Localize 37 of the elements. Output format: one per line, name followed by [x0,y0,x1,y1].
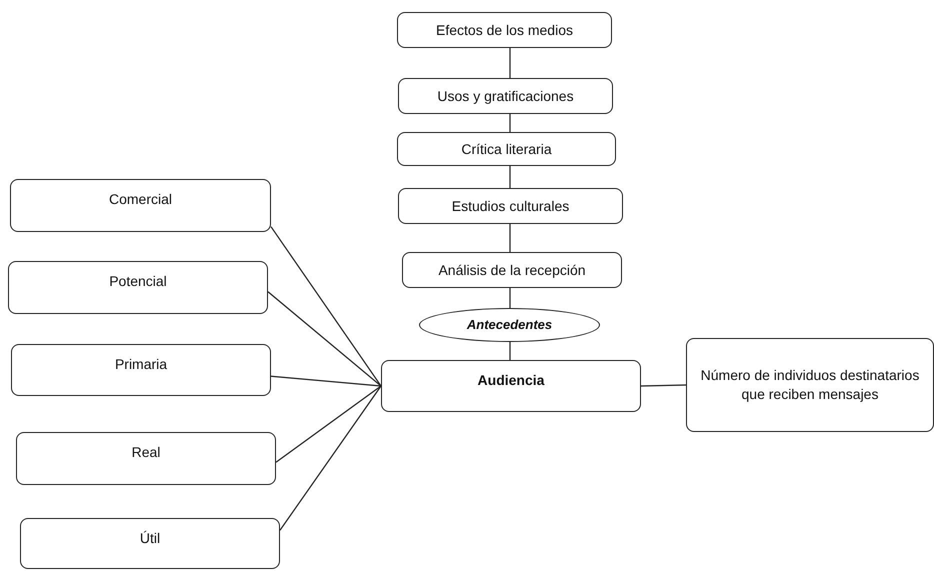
connector-line [509,224,511,252]
node-label: Estudios culturales [452,196,570,216]
node-label: Útil [140,529,160,548]
node-label: Análisis de la recepción [438,260,586,280]
category-box [10,179,271,232]
connector-line [509,48,511,78]
connector-line [509,166,511,188]
node-label: Audiencia [478,371,544,390]
connector-line [509,114,511,132]
node-label: Comercial [108,190,172,209]
topic-box [398,78,613,114]
connector-line [509,342,511,360]
topic-box [686,338,934,432]
topic-box [402,252,622,288]
node-label: Real [132,443,160,462]
node-label: Número de individuos destinatarios que reciben mensajes [700,366,920,404]
node-label: Antecedentes [466,316,552,334]
connector-line [640,384,686,387]
connector-line [280,386,382,531]
topic-box [397,132,616,166]
connector-line [270,226,382,386]
node-label: Crítica literaria [461,140,552,158]
topic-box [398,188,623,224]
node-label: Usos y gratificaciones [437,86,574,106]
connector-line [270,376,382,387]
connector-line [268,291,382,386]
node-label: Primaria [114,355,168,374]
category-box [16,432,276,485]
topic-box [397,12,612,48]
category-box [8,261,268,314]
connector-line [509,288,511,308]
node-label: Efectos de los medios [436,20,573,40]
category-box [11,344,271,396]
node-label: Potencial [109,272,167,291]
category-box [20,518,280,569]
central-box [381,360,641,412]
connector-line [276,386,382,463]
